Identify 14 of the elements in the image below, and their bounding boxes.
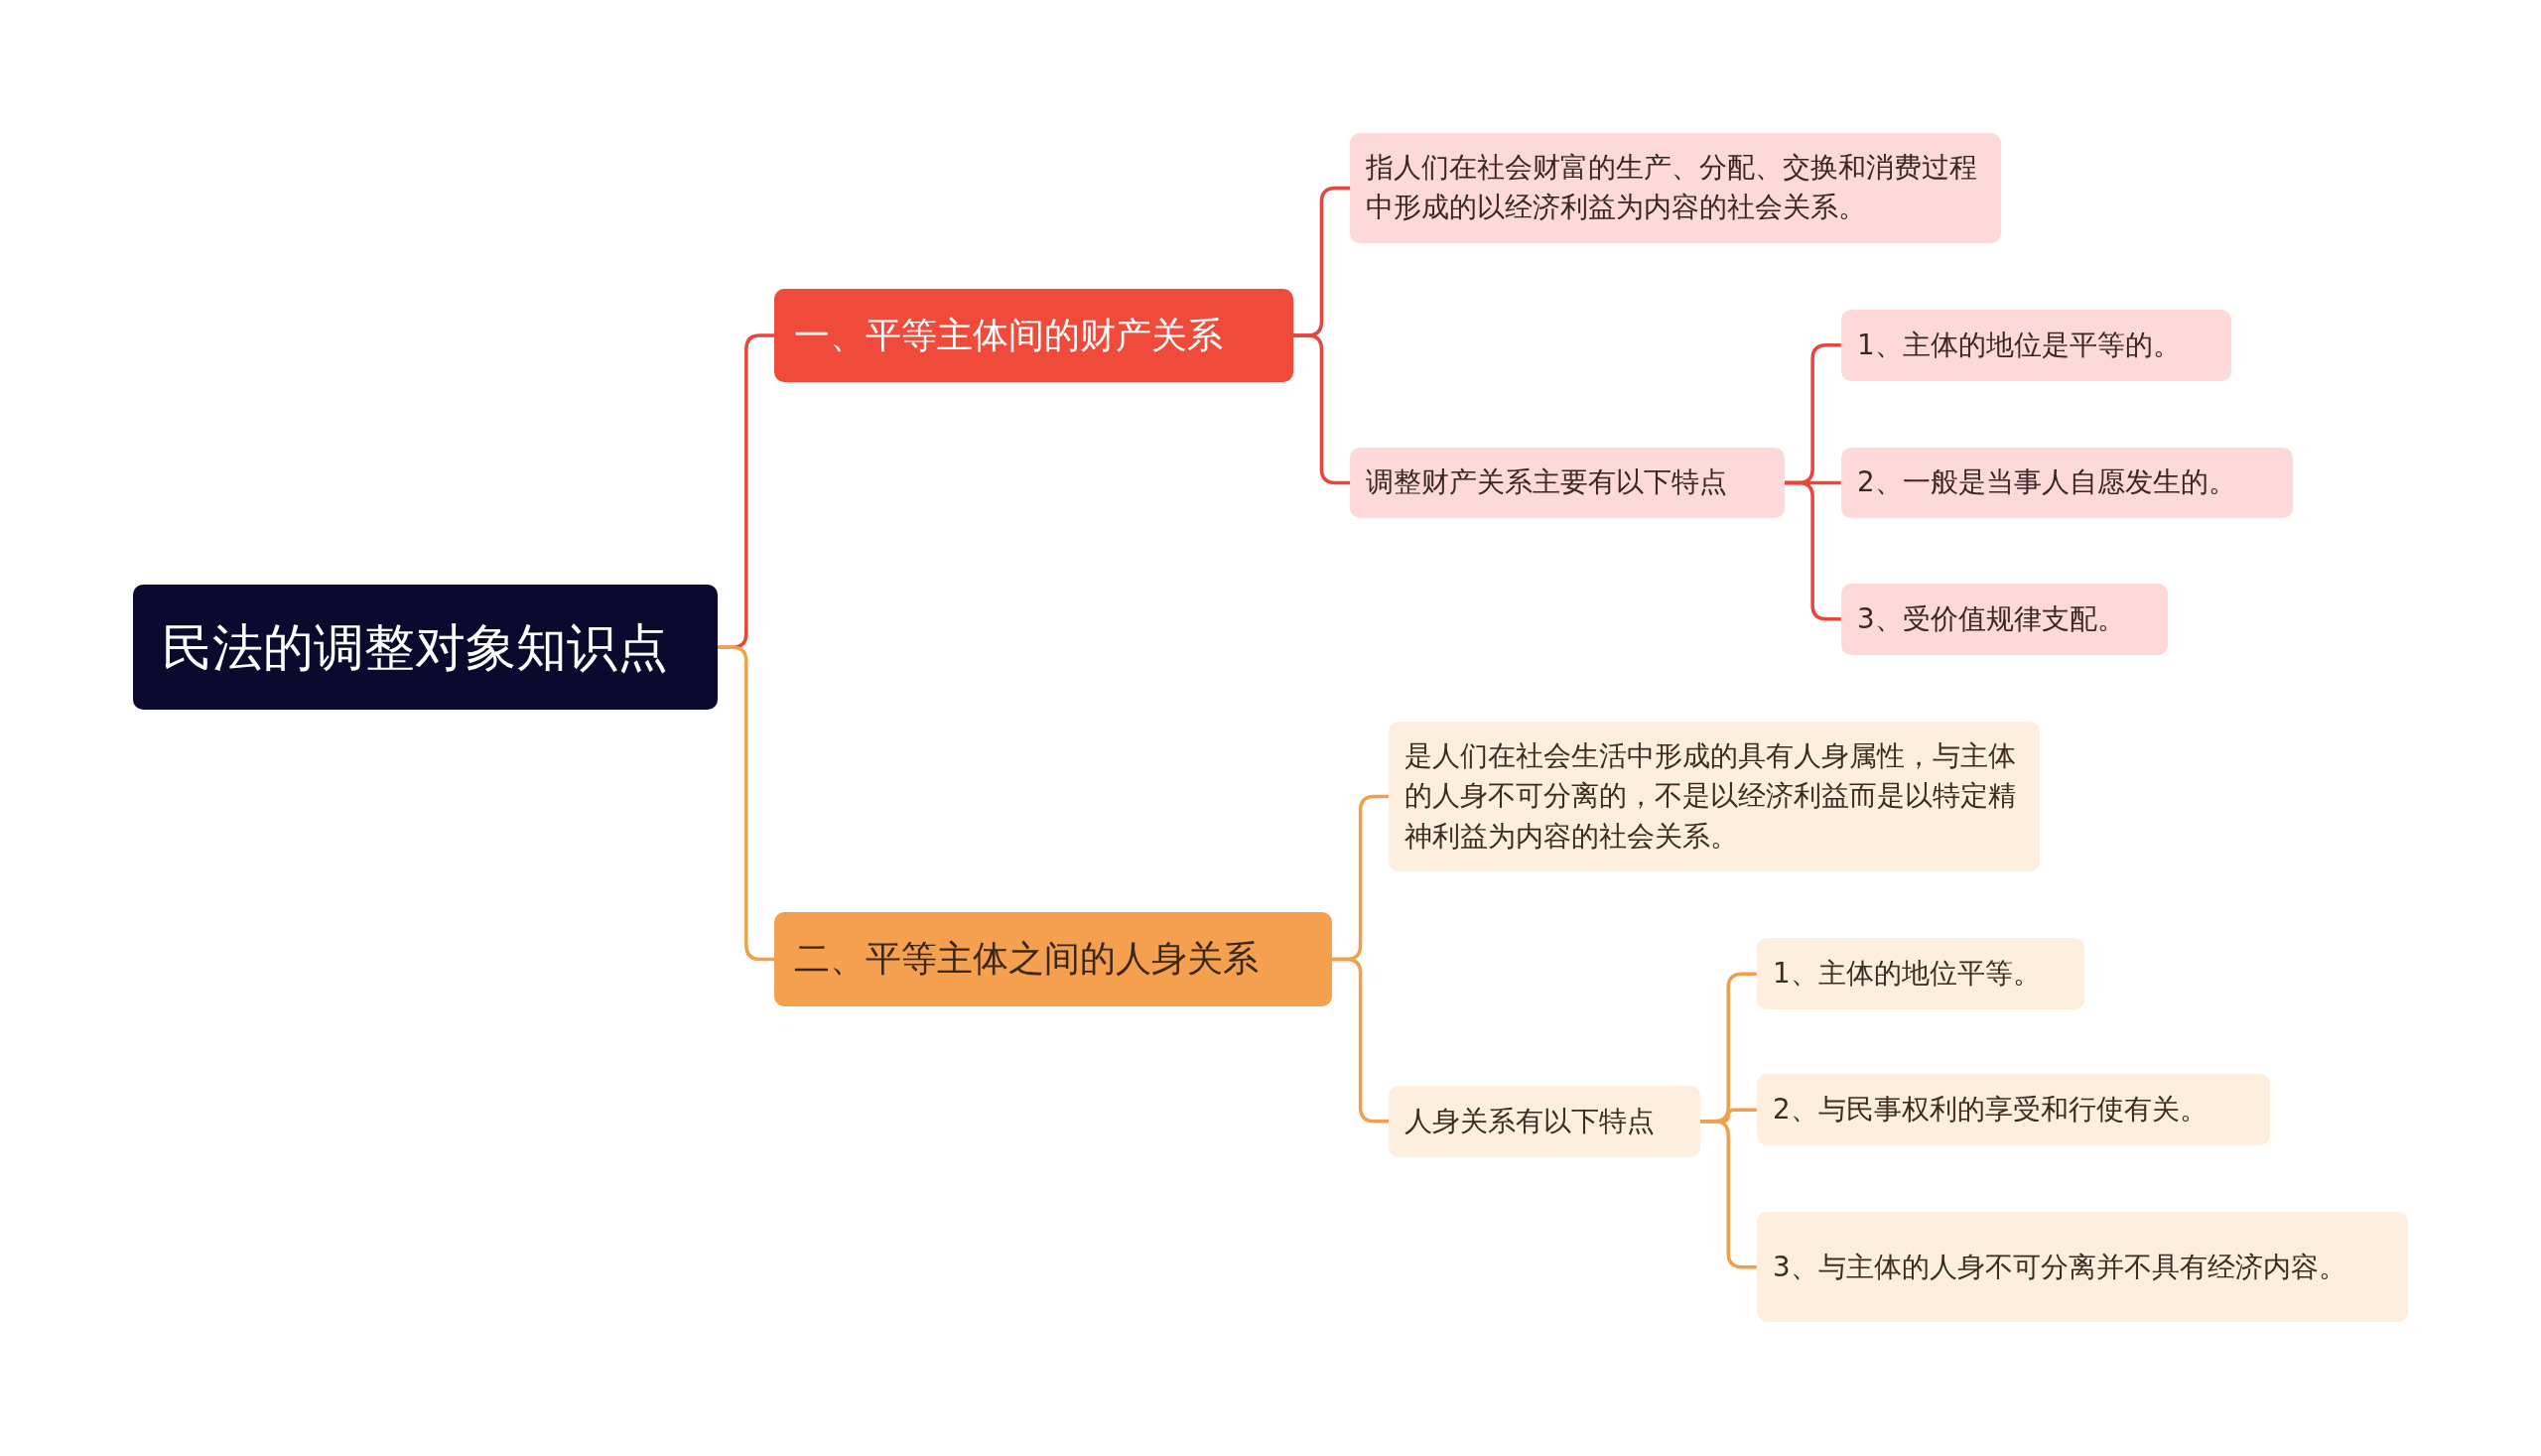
connector-line	[1699, 1120, 1757, 1269]
topic-box: 一、平等主体间的财产关系	[774, 288, 1293, 383]
subtopic-box: 调整财产关系主要有以下特点	[1350, 447, 1785, 519]
subtopic-box: 是人们在社会生活中形成的具有人身属性，与主体的人身不可分离的，不是以经济利益而是以特定精神利益为内容的社会关系。	[1389, 721, 2041, 872]
root-topic-box: 民法的调整对象知识点	[132, 585, 719, 711]
subtopic-box: 1、主体的地位平等。	[1756, 938, 2084, 1010]
subtopic-box: 3、受价值规律支配。	[1840, 583, 2169, 655]
subtopic-box: 3、与主体的人身不可分离并不具有经济内容。	[1756, 1212, 2409, 1323]
subtopic-box: 2、与民事权利的享受和行使有关。	[1756, 1074, 2271, 1146]
subtopic-box: 1、主体的地位是平等的。	[1840, 309, 2232, 381]
subtopic-box: 人身关系有以下特点	[1389, 1085, 1700, 1157]
subtopic-box: 指人们在社会财富的生产、分配、交换和消费过程中形成的以经济利益为内容的社会关系。	[1350, 132, 2002, 243]
subtopic-box: 2、一般是当事人自愿发生的。	[1840, 447, 2294, 519]
topic-box: 二、平等主体之间的人身关系	[774, 912, 1333, 1006]
